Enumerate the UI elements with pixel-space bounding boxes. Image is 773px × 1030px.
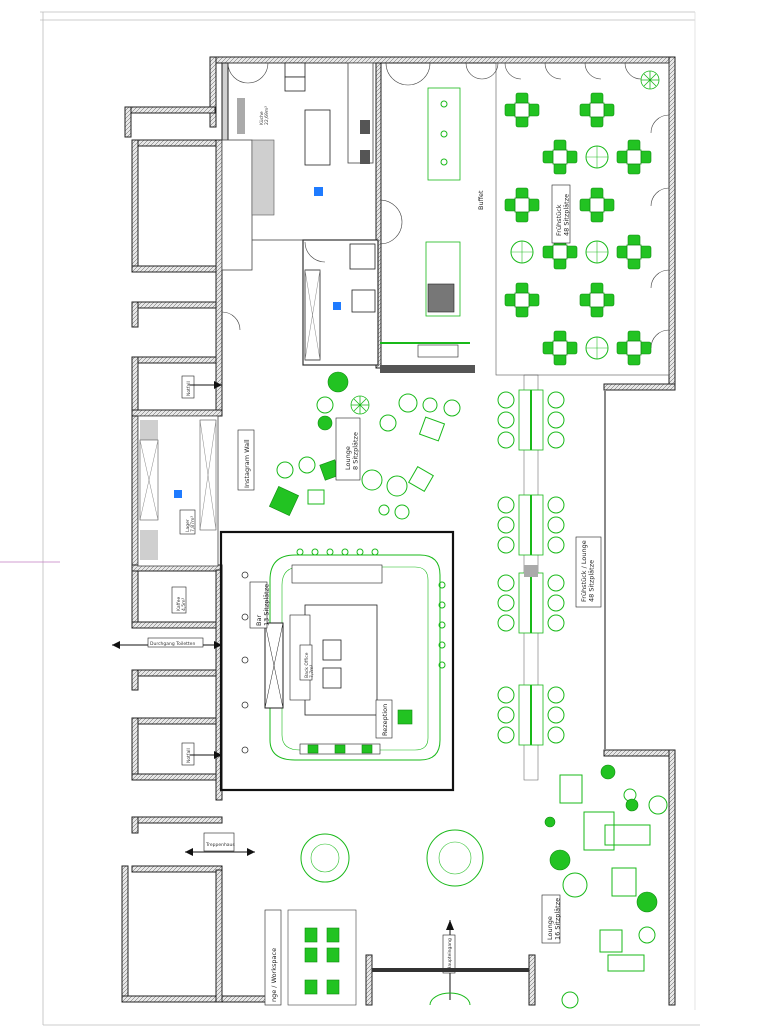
fruehstueck-label: Frühstück48 Sitzplätze (555, 194, 570, 236)
lounge-top-label: Lounge8 Sitzplätze (344, 432, 359, 470)
lounge-bottom: nge / Workspace Lounge16 Sitzplätze (264, 764, 668, 1009)
breakfast-area: Frühstück48 Sitzplätze (495, 62, 670, 376)
buffet-area: Buffet (380, 87, 485, 373)
lager-label: Lager7,87m² (185, 516, 196, 532)
walls (121, 56, 676, 1006)
lounge-top: Lounge8 Sitzplätze Instagram Wall (237, 371, 461, 520)
kitchen: Küche22,69m² (221, 62, 382, 369)
notfall-top-label: Notfall (186, 381, 192, 396)
treppenhaus-label: Treppenhaus (205, 842, 235, 848)
durchgang-label: Durchgang Toiletten (150, 641, 195, 647)
back-office-label: Back Office7,7m² (304, 652, 315, 678)
notfall-bottom-label: Notfall (186, 748, 192, 763)
haupteingang-label: Haupteingang (447, 938, 453, 970)
bar-area: Back Office7,7m² Bar13 Sitzplätze Rezept… (219, 530, 455, 792)
long-tables: Frühstück / Lounge48 Sitzplätze (497, 374, 602, 781)
lounge-workspace-label: nge / Workspace (270, 948, 278, 1002)
kueche-label: Küche22,69m² (259, 106, 270, 125)
bar-label: Bar13 Sitzplätze (255, 584, 270, 626)
arrow-icon: Durchgang Toiletten Treppenhaus Hauptein… (112, 381, 456, 1000)
instagram-label: Instagram Wall (243, 439, 251, 488)
left-rooms: Lager7,87m² Kaffee4,5m² Notfall Notfall (137, 375, 219, 766)
kaffee-label: Kaffee4,5m² (176, 597, 187, 611)
rezeption-label: Rezeption (381, 704, 389, 736)
fruehstueck-lounge-label: Frühstück / Lounge48 Sitzplätze (580, 540, 595, 602)
lounge-bottom-label: Lounge16 Sitzplätze (546, 898, 561, 940)
sheet-frame (0, 11, 700, 1026)
buffet-label: Buffet (477, 190, 485, 210)
